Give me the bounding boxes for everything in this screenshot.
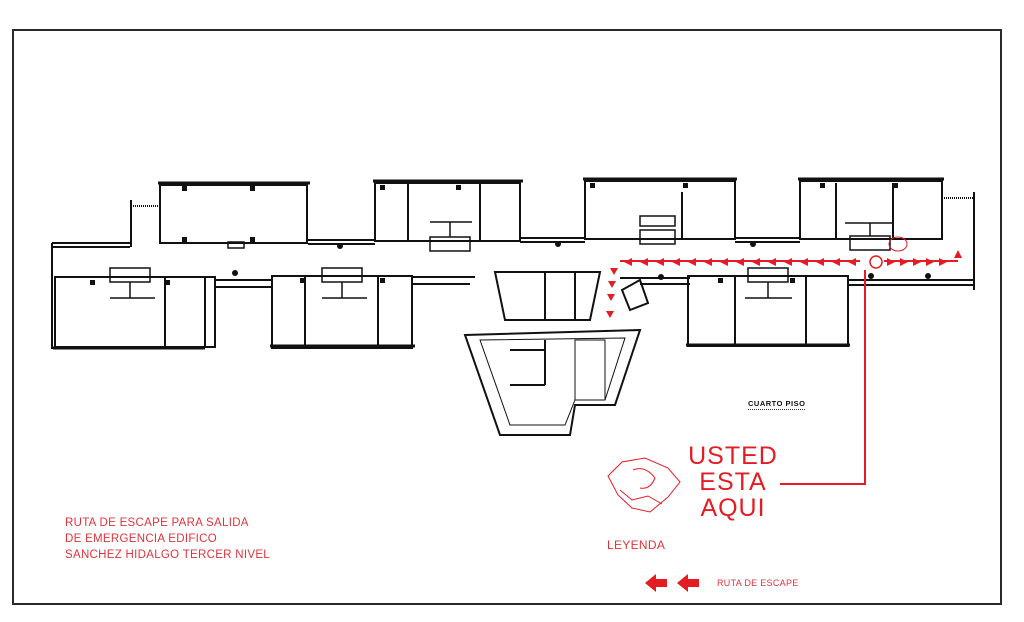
you-are-here-marker-icon (869, 236, 908, 269)
title-line-1: RUTA DE ESCAPE PARA SALIDA (65, 517, 249, 529)
legend-escape-route-label: RUTA DE ESCAPE (717, 578, 799, 588)
building-walls (51, 177, 975, 436)
legend-marker-icon (607, 457, 681, 513)
you-are-here-line-1: USTED (688, 442, 778, 470)
floor-label: CUARTO PISO (748, 399, 806, 410)
double-red-arrow-icon (645, 574, 699, 592)
column-markers (90, 183, 931, 285)
you-are-here-line-3: AQUI (700, 494, 766, 522)
you-are-here-line-2: ESTA (699, 468, 767, 496)
legend-title: LEYENDA (607, 538, 666, 552)
plan-title-block: RUTA DE ESCAPE PARA SALIDA DE EMERGENCIA… (65, 515, 270, 563)
you-are-here-leader-line (780, 270, 866, 485)
drawing-frame (12, 29, 1002, 605)
you-are-here-label: USTED ESTA AQUI (688, 443, 778, 521)
restroom-fixtures (109, 215, 893, 299)
title-line-3: SANCHEZ HIDALGO TERCER NIVEL (65, 549, 271, 561)
escape-route-arrows (606, 250, 962, 318)
title-line-2: DE EMERGENCIA EDIFICO (65, 533, 217, 545)
